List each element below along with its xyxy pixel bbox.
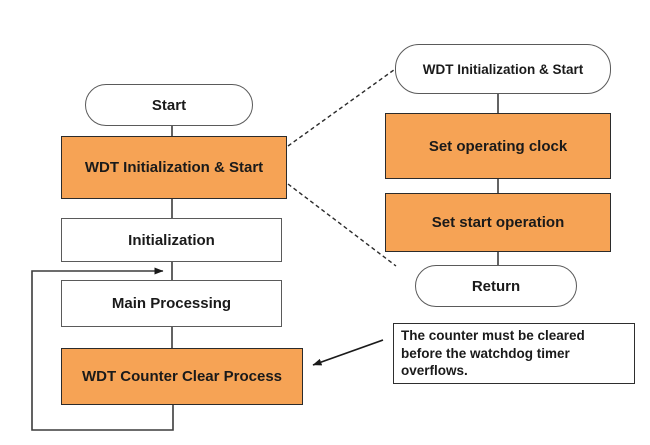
dashed-expansion-line-bottom bbox=[287, 183, 397, 267]
set-operating-clock-process: Set operating clock bbox=[385, 113, 611, 179]
wdt-initialization-process: WDT Initialization & Start bbox=[61, 136, 287, 199]
wdt-counter-clear-process: WDT Counter Clear Process bbox=[61, 348, 303, 405]
loop-back-line bbox=[31, 267, 174, 431]
start-terminator: Start bbox=[85, 84, 253, 126]
dashed-expansion-line-top bbox=[287, 66, 399, 147]
counter-clear-note: The counter must be cleared before the w… bbox=[393, 323, 635, 384]
initialization-process: Initialization bbox=[61, 218, 282, 262]
set-start-operation-process: Set start operation bbox=[385, 193, 611, 252]
return-terminator: Return bbox=[415, 265, 577, 307]
main-processing-process: Main Processing bbox=[61, 280, 282, 327]
note-arrow bbox=[312, 339, 384, 366]
subroutine-title-terminator: WDT Initialization & Start bbox=[395, 44, 611, 94]
